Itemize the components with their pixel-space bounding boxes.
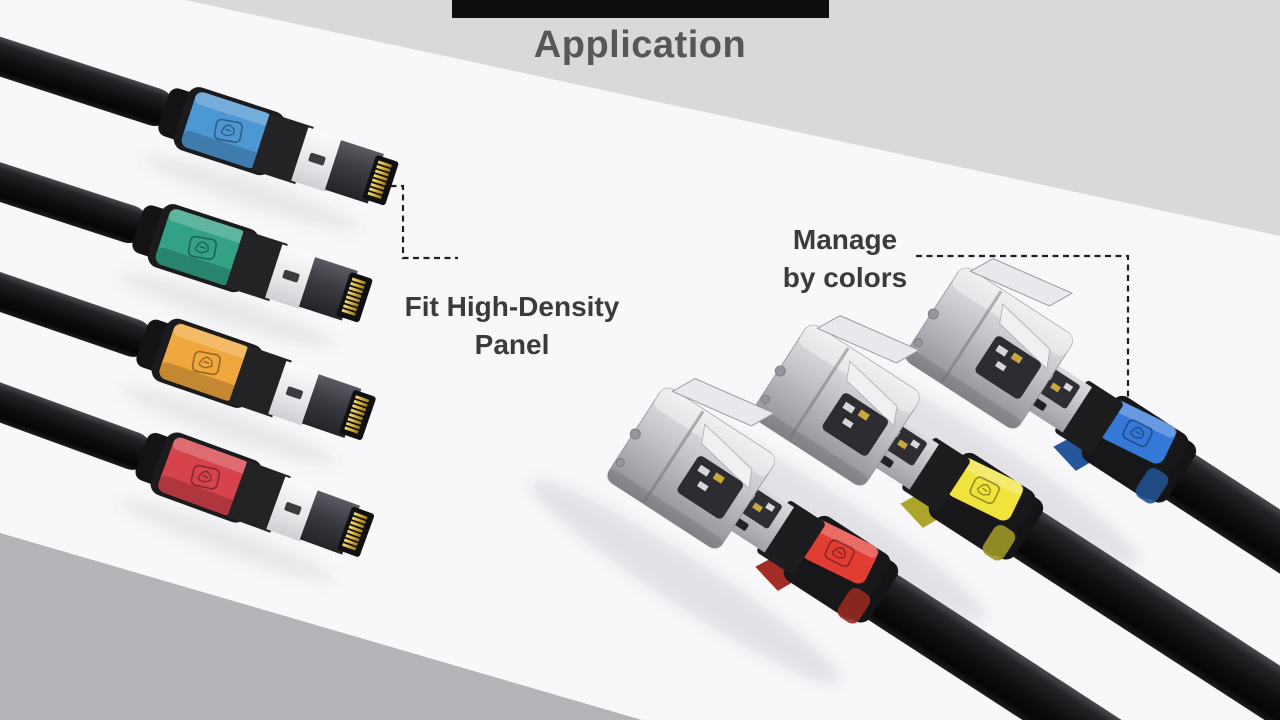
slide-title: Application (533, 24, 747, 66)
leader-line-manage-colors (916, 254, 1130, 397)
leader-line-fit-panel (380, 184, 458, 260)
annotation-fit-high-density-panel: Fit High-Density Panel (392, 288, 632, 364)
annotation-line: by colors (782, 262, 908, 293)
annotation-line: Manage (792, 224, 898, 255)
background-backdrop-top (185, 0, 1280, 236)
annotation-manage-by-colors: Manage by colors (763, 221, 927, 297)
annotation-line: Fit High-Density (404, 291, 620, 322)
annotation-line: Panel (474, 329, 550, 360)
header-accent-bar (452, 0, 829, 18)
background-corner-shadow (0, 533, 642, 720)
